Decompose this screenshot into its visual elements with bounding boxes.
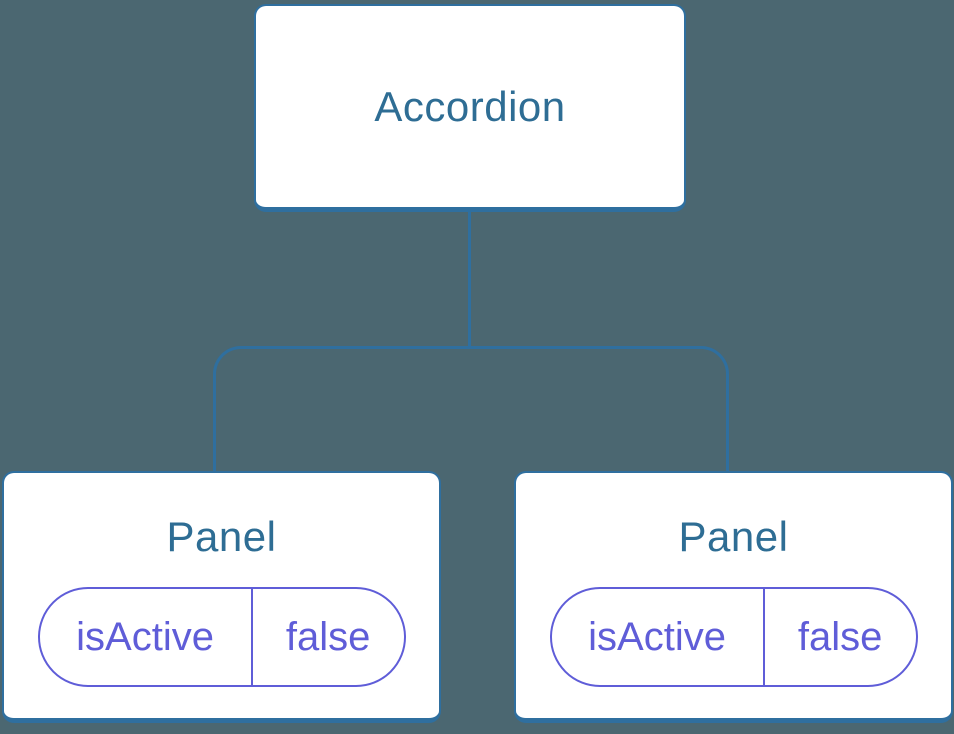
node-label-panel-1: Panel [166, 513, 277, 560]
connector-stem [468, 212, 471, 346]
prop-value-false: false [762, 589, 916, 685]
tree-node-panel-1: Panel isActive false [2, 471, 441, 723]
prop-pill-panel-1: isActive false [37, 587, 406, 687]
prop-name-isactive: isActive [588, 614, 726, 659]
node-label-accordion: Accordion [374, 82, 566, 130]
prop-pill-panel-2: isActive false [549, 587, 918, 687]
prop-value-false: false [250, 589, 404, 685]
prop-name-isactive: isActive [76, 614, 214, 659]
tree-node-panel-2: Panel isActive false [514, 471, 953, 723]
node-label-panel-2: Panel [678, 513, 789, 560]
tree-node-accordion: Accordion [254, 4, 686, 212]
connector-bracket [213, 346, 729, 472]
